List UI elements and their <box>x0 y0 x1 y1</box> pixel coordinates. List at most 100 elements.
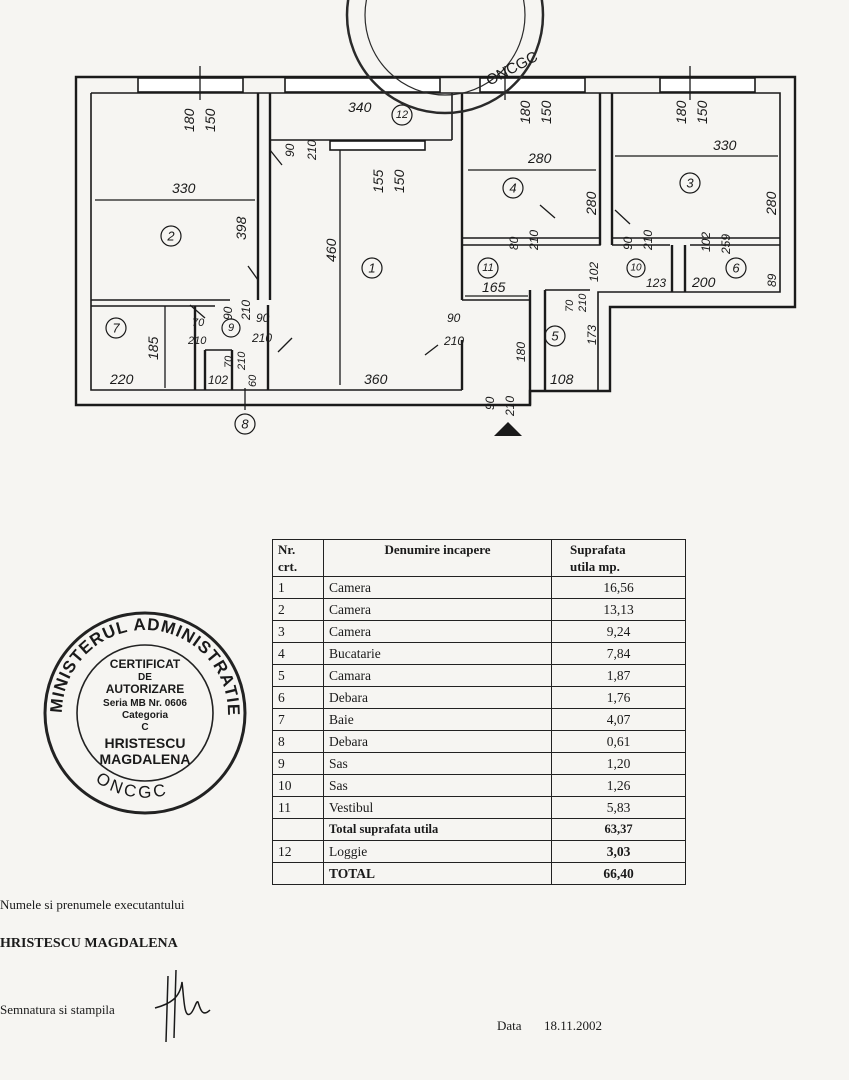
table-cell-area: 1,26 <box>551 774 686 797</box>
dim-label: 102 <box>587 262 601 282</box>
table-cell-name: Loggie <box>323 840 552 863</box>
dim-label: 89 <box>765 273 779 287</box>
dim-label: 173 <box>585 325 599 345</box>
table-cell-name: Vestibul <box>323 796 552 819</box>
dim-label: 90 <box>256 311 270 325</box>
table-cell-area: 1,20 <box>551 752 686 775</box>
table-cell-nr: 11 <box>272 796 324 819</box>
stamp-line-1: CERTIFICAT <box>110 657 181 671</box>
table-cell <box>272 818 324 841</box>
dim-label: 165 <box>482 279 506 295</box>
header-nr: Nr. crt. <box>272 539 324 577</box>
stamp-line-4: Seria MB Nr. 0606 <box>103 698 187 709</box>
top-stamp: ONCGC <box>345 0 545 115</box>
dim-label: 210 <box>577 293 589 313</box>
dim-label: 102 <box>699 232 713 252</box>
total-util-value: 63,37 <box>551 818 686 841</box>
table-cell-area: 1,76 <box>551 686 686 709</box>
table-cell-area: 1,87 <box>551 664 686 687</box>
table-cell-name: Debara <box>323 686 552 709</box>
table-cell-name: Sas <box>323 774 552 797</box>
dim-label: 210 <box>443 334 464 348</box>
dim-label: 210 <box>236 351 248 371</box>
total-value: 66,40 <box>551 862 686 885</box>
dim-label: 259 <box>719 234 733 255</box>
dim-label: 150 <box>391 169 407 193</box>
table-cell-nr: 1 <box>272 576 324 599</box>
authorization-stamp: MINISTERUL ADMINISTRATIEI PUBLICE ONCGC … <box>40 606 247 815</box>
signature-mark <box>154 969 211 1043</box>
table-cell-name: Sas <box>323 752 552 775</box>
table-cell-name: Camera <box>323 576 552 599</box>
stamp-line-7: HRISTESCU <box>105 735 186 751</box>
table-cell-area: 0,61 <box>551 730 686 753</box>
header-area: Suprafata utila mp. <box>551 539 686 577</box>
dim-label: 180 <box>517 100 533 124</box>
room-number-4: 4 <box>509 181 516 196</box>
table-cell-area: 16,56 <box>551 576 686 599</box>
dim-label: 210 <box>251 331 272 345</box>
dim-label: 70 <box>192 317 205 329</box>
stamp-line-6: C <box>141 722 148 733</box>
dim-label: 330 <box>713 137 737 153</box>
table-cell-nr: 9 <box>272 752 324 775</box>
table-cell-nr: 2 <box>272 598 324 621</box>
stamp-line-3: AUTORIZARE <box>106 682 184 696</box>
table-cell-name: Baie <box>323 708 552 731</box>
table-cell-nr: 8 <box>272 730 324 753</box>
top-stamp-ring-text: ONCGC <box>483 48 540 89</box>
dim-label: 60 <box>247 374 259 387</box>
dim-label: 90 <box>621 236 635 250</box>
room-area-table: Nr. crt. Denumire incapere Suprafata uti… <box>272 539 686 885</box>
dim-label: 330 <box>172 180 196 196</box>
dim-label: 150 <box>694 100 710 124</box>
dim-label: 210 <box>305 140 319 161</box>
table-cell-nr: 6 <box>272 686 324 709</box>
dim-label: 210 <box>527 230 541 251</box>
dim-label: 460 <box>323 238 339 262</box>
room-number-1: 1 <box>368 261 375 276</box>
room-number-9: 9 <box>228 322 234 334</box>
table-cell-nr: 10 <box>272 774 324 797</box>
table-cell-name: Camera <box>323 598 552 621</box>
dim-label: 200 <box>691 274 716 290</box>
dim-label: 210 <box>187 335 207 347</box>
dim-label: 280 <box>583 191 599 216</box>
dim-label: 150 <box>202 108 218 132</box>
table-cell-area: 9,24 <box>551 620 686 643</box>
dim-label: 340 <box>348 99 372 115</box>
table-cell <box>272 862 324 885</box>
table-cell-nr: 7 <box>272 708 324 731</box>
total-label: TOTAL <box>323 862 552 885</box>
table-cell-name: Camera <box>323 620 552 643</box>
stamp-ring-bottom: ONCGC <box>93 769 168 802</box>
table-cell-area: 7,84 <box>551 642 686 665</box>
dim-label: 80 <box>507 236 521 250</box>
dim-label: 150 <box>538 100 554 124</box>
table-cell-nr: 5 <box>272 664 324 687</box>
floor-plan: 1 2 3 4 5 6 7 8 9 10 11 12 180 150 330 3… <box>74 66 797 436</box>
room-number-3: 3 <box>686 176 694 191</box>
dim-label: 398 <box>233 216 249 240</box>
executant-name: HRISTESCU MAGDALENA <box>0 936 178 951</box>
table-cell-area: 4,07 <box>551 708 686 731</box>
dim-label: 210 <box>641 230 655 251</box>
loggia-row: 12 Loggie 3,03 <box>272 840 686 863</box>
table-cell-name: Camara <box>323 664 552 687</box>
dim-label: 210 <box>239 300 253 321</box>
room-number-10: 10 <box>630 263 642 274</box>
total-util-row: Total suprafata utila 63,37 <box>272 818 686 841</box>
dim-label: 102 <box>208 373 228 387</box>
dim-label: 185 <box>145 336 161 360</box>
dim-label: 280 <box>527 150 552 166</box>
room-number-8: 8 <box>241 417 249 432</box>
executant-label: Numele si prenumele executantului <box>0 897 185 912</box>
total-util-label: Total suprafata utila <box>323 818 552 841</box>
dim-label: 123 <box>646 276 666 290</box>
